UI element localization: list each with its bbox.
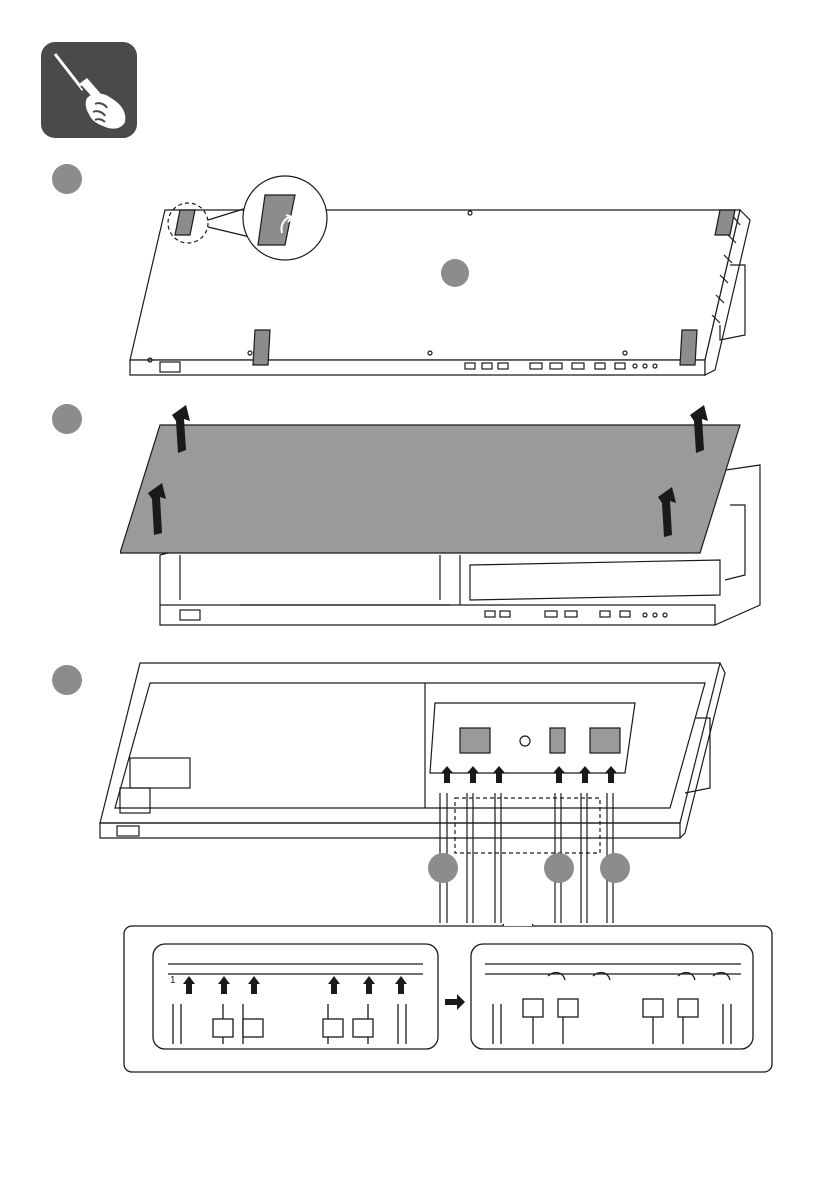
screwdriver-hand-icon (41, 42, 137, 138)
step-2-illustration (120, 405, 770, 635)
step-3-marker (51, 664, 83, 696)
step-1-marker (51, 163, 83, 195)
step-3-illustration (95, 658, 735, 928)
step-1-illustration (120, 165, 760, 385)
step-2-marker (51, 403, 83, 435)
detail-box: 1 (123, 924, 775, 1074)
detail-label: 1 (170, 975, 176, 986)
